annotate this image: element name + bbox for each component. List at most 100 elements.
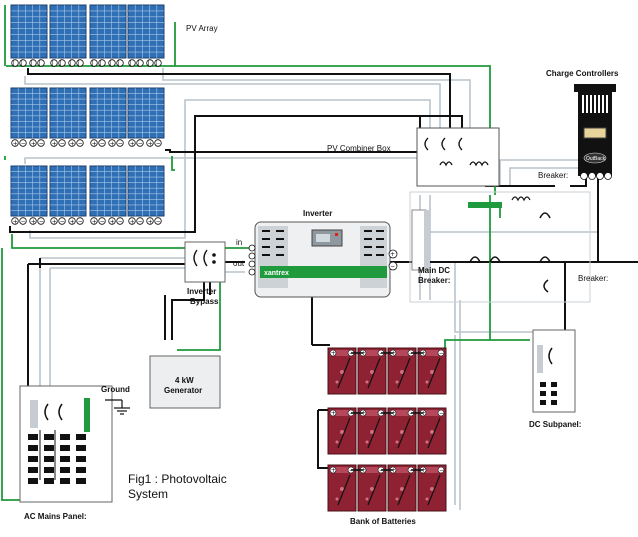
svg-text:−: − [21, 218, 26, 225]
charge-controller: OutBack [574, 84, 616, 180]
pv-panel [127, 87, 165, 139]
bank-of-batteries-label: Bank of Batteries [350, 517, 416, 526]
pv-panel [10, 87, 48, 139]
svg-text:+: + [421, 467, 426, 474]
svg-text:|: | [39, 60, 41, 67]
svg-text:−: − [100, 218, 105, 225]
svg-text:−: − [100, 140, 105, 147]
svg-text:−: − [138, 218, 143, 225]
pv-terminal-pair: +− [108, 139, 124, 147]
cc-brand-label: OutBack [586, 156, 606, 162]
battery: +− [417, 407, 447, 455]
pv-panel [127, 4, 165, 59]
svg-text:|: | [70, 60, 72, 67]
ground-icon [105, 399, 130, 415]
svg-text:+: + [31, 218, 36, 225]
svg-text:+: + [148, 140, 153, 147]
svg-text:+: + [390, 251, 395, 258]
pv-terminal-pair: +− [128, 217, 144, 225]
battery: +− [327, 407, 357, 455]
inverter-brand-label: xantrex [264, 270, 289, 277]
svg-text:|: | [31, 60, 33, 67]
pv-array: |||||||||||||||| +−+−+−+−+−+−+−+− +−+−+−… [10, 4, 165, 225]
inverter-bypass-label-1: Inverter [187, 287, 216, 296]
pv-terminal-pair: +− [146, 139, 162, 147]
pv-terminal-pair: || [11, 59, 27, 67]
pv-terminal-pair: +− [68, 217, 84, 225]
svg-text:−: − [39, 140, 44, 147]
svg-text:|: | [156, 60, 158, 67]
svg-text:+: + [148, 218, 153, 225]
dc-subpanel-label: DC Subpanel: [529, 420, 581, 429]
svg-text:−: − [439, 350, 444, 357]
battery: +− [357, 464, 387, 512]
pv-panel [49, 87, 87, 139]
inverter-bypass-label-2: Bypass [190, 297, 219, 306]
svg-text:−: − [60, 140, 65, 147]
svg-text:|: | [118, 60, 120, 67]
pv-terminal-pair: +− [128, 139, 144, 147]
svg-text:+: + [331, 410, 336, 417]
pv-terminal-pair: +− [146, 217, 162, 225]
figure-title-line-1: Fig1 : Photovoltaic [128, 472, 227, 486]
battery: +− [417, 347, 447, 395]
pv-terminal-pair: +− [11, 217, 27, 225]
pv-terminal-pair: +− [29, 217, 45, 225]
svg-text:|: | [52, 60, 54, 67]
svg-text:|: | [138, 60, 140, 67]
svg-text:+: + [70, 218, 75, 225]
battery-bank: +−+−+−+−+−+−+−+−+−+−+−+− [327, 347, 447, 512]
pv-panel [89, 165, 127, 217]
pv-terminal-pair: +− [90, 139, 106, 147]
ac-mains-panel [19, 385, 113, 503]
svg-text:−: − [439, 410, 444, 417]
svg-text:+: + [391, 350, 396, 357]
ac-mains-panel-label: AC Mains Panel: [24, 512, 87, 521]
svg-text:+: + [421, 410, 426, 417]
pv-row-2: +−+−+−+−+−+−+−+− [10, 87, 165, 147]
battery: +− [417, 464, 447, 512]
pv-terminal-pair: +− [50, 139, 66, 147]
inverter-bypass [184, 241, 226, 283]
svg-text:|: | [13, 60, 15, 67]
svg-text:+: + [52, 218, 57, 225]
pv-row-1: |||||||||||||||| [10, 4, 165, 67]
pv-panel [10, 165, 48, 217]
svg-text:+: + [130, 218, 135, 225]
battery: +− [357, 407, 387, 455]
pv-terminal-pair: || [108, 59, 124, 67]
svg-text:|: | [92, 60, 94, 67]
svg-text:+: + [70, 140, 75, 147]
svg-text:−: − [156, 140, 161, 147]
svg-text:−: − [21, 140, 26, 147]
battery: +− [327, 347, 357, 395]
svg-text:|: | [100, 60, 102, 67]
svg-text:+: + [31, 140, 36, 147]
svg-text:−: − [118, 140, 123, 147]
svg-text:+: + [130, 140, 135, 147]
pv-combiner-box [416, 127, 502, 208]
dc-subpanel [532, 329, 576, 413]
svg-text:−: − [138, 140, 143, 147]
pv-panel [127, 165, 165, 217]
pv-terminal-pair: || [90, 59, 106, 67]
pv-terminal-pair: || [146, 59, 162, 67]
svg-text:+: + [92, 140, 97, 147]
grey-wiring [24, 68, 611, 510]
generator-label-2: Generator [164, 386, 202, 395]
svg-text:−: − [390, 263, 395, 270]
svg-text:|: | [148, 60, 150, 67]
svg-text:+: + [110, 218, 115, 225]
battery: +− [387, 464, 417, 512]
cc-breaker-label: Breaker: [538, 171, 568, 180]
pv-terminal-pair: +− [108, 217, 124, 225]
svg-text:|: | [60, 60, 62, 67]
svg-text:+: + [421, 350, 426, 357]
svg-text:−: − [78, 140, 83, 147]
svg-text:+: + [92, 218, 97, 225]
battery: +− [327, 464, 357, 512]
svg-text:+: + [391, 467, 396, 474]
pv-panel [49, 165, 87, 217]
battery: +− [357, 347, 387, 395]
